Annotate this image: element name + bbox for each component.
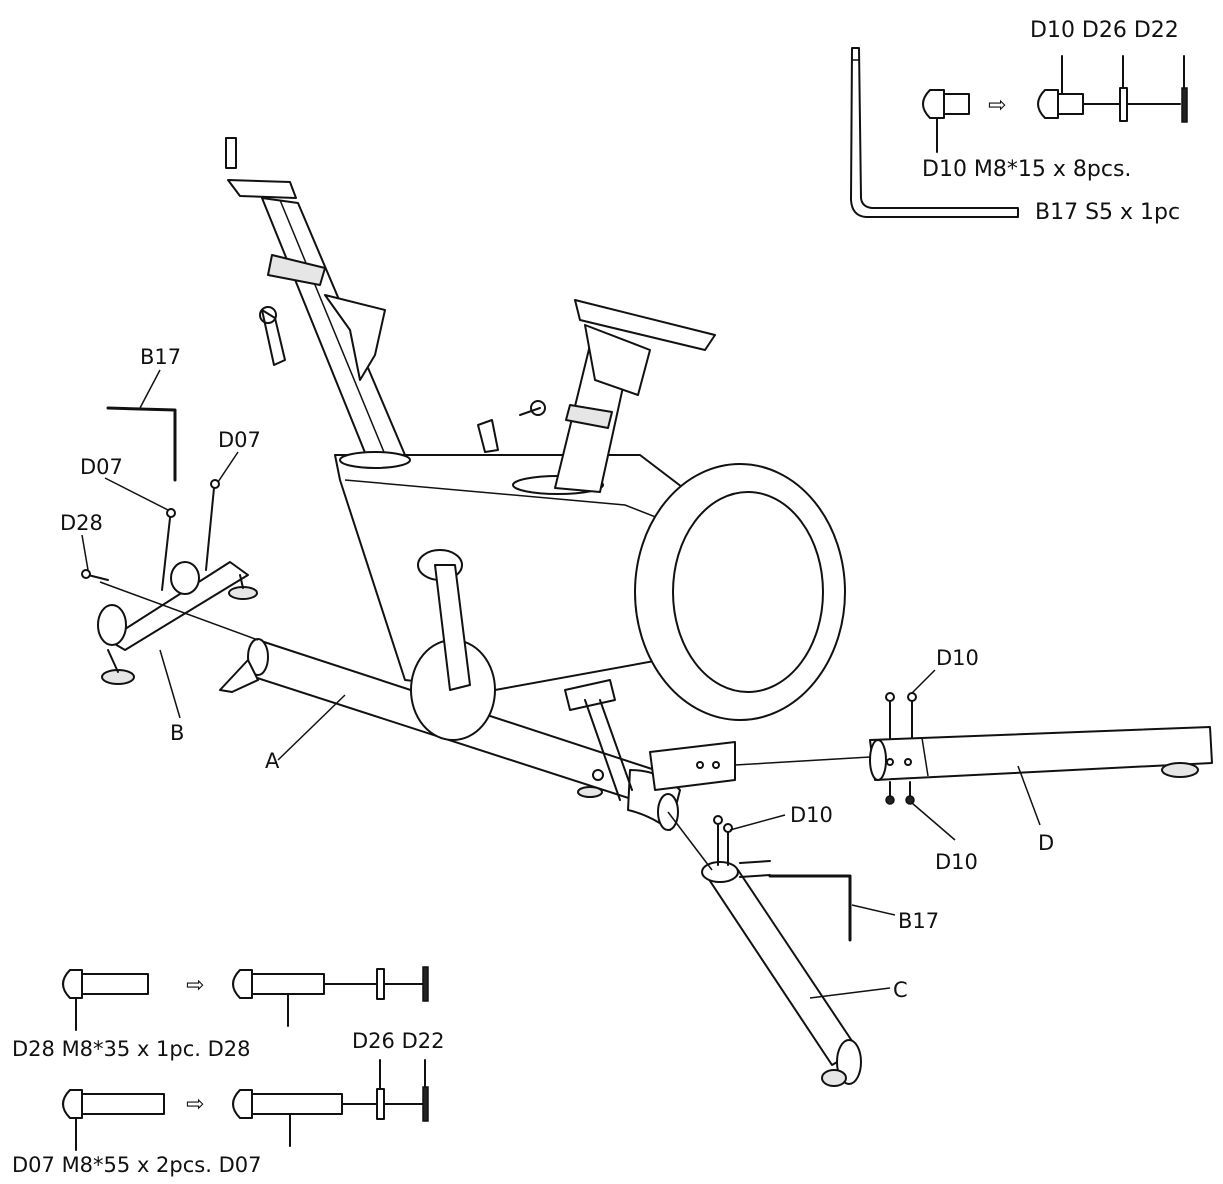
d28-assembly-icon xyxy=(232,966,429,1027)
stabilizer-b xyxy=(97,561,259,685)
label-d10-bottom: D10 xyxy=(935,850,978,874)
washer-header: D26 D22 xyxy=(352,1029,444,1053)
arrow-icon-d28: ⇨ xyxy=(186,973,204,998)
arrow-icon: ⇨ xyxy=(988,93,1006,118)
b17-wrench-c-icon xyxy=(768,874,852,942)
d28-caption: D28 M8*35 x 1pc. D28 xyxy=(12,1037,251,1061)
label-d10-top: D10 xyxy=(936,646,979,670)
label-b17-right: B17 xyxy=(898,909,939,933)
label-d07-left: D07 xyxy=(80,455,123,479)
inset-top-wrench-caption: B17 S5 x 1pc xyxy=(1035,200,1180,225)
b17-wrench-icon xyxy=(850,47,1019,218)
d07-bolt-icon xyxy=(62,1089,165,1151)
d28-bolt-icon xyxy=(62,969,149,1031)
callout-leaders xyxy=(81,369,1041,999)
b17-wrench-b-icon xyxy=(106,406,177,482)
label-a: A xyxy=(265,749,280,773)
label-c: C xyxy=(893,978,908,1002)
d07-assembly-icon xyxy=(232,1059,429,1147)
hardware-inset-bottom: ⇨ D28 M8*35 x 1pc. D28 D26 D22 ⇨ xyxy=(12,966,444,1177)
label-d07-right: D07 xyxy=(218,428,261,452)
inset-top-bolt-caption: D10 M8*15 x 8pcs. xyxy=(922,157,1131,182)
stabilizer-c xyxy=(667,811,862,1087)
inset-top-header: D10 D26 D22 xyxy=(1030,18,1179,43)
d07-caption: D07 M8*55 x 2pcs. D07 xyxy=(12,1153,261,1177)
bike-frame xyxy=(219,137,846,831)
stabilizer-d xyxy=(734,692,1213,805)
label-d10-mid: D10 xyxy=(790,803,833,827)
label-b: B xyxy=(170,721,184,745)
b-fasteners xyxy=(81,479,220,591)
d10-bolt-icon xyxy=(922,89,970,153)
arrow-icon-d07: ⇨ xyxy=(186,1092,204,1117)
label-b17-top: B17 xyxy=(140,345,181,369)
label-d: D xyxy=(1038,831,1054,855)
hardware-inset-top: D10 D26 D22 ⇨ D10 M8*15 x 8pcs. B17 S5 x… xyxy=(850,18,1188,225)
label-d28: D28 xyxy=(60,511,103,535)
d10-assembly-icon xyxy=(1037,55,1188,123)
